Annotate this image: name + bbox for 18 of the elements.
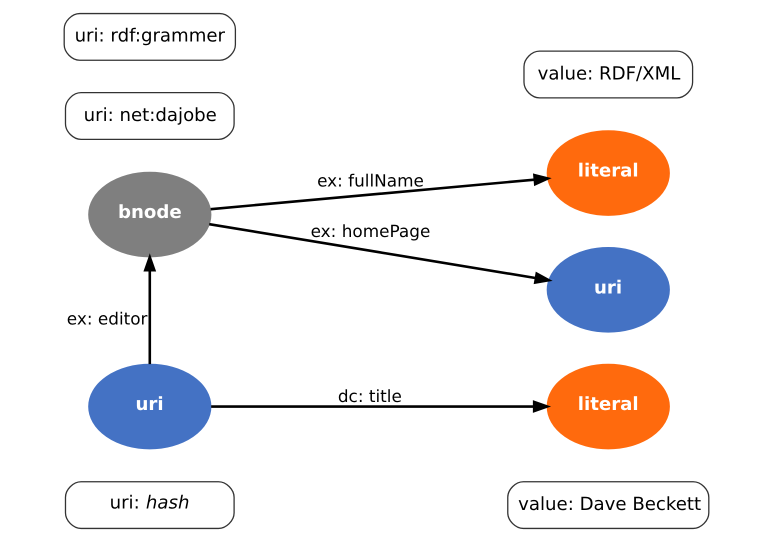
edge-label: ex: fullName	[317, 170, 424, 191]
node-ellipse: literal	[546, 130, 670, 216]
node-ellipse: bnode	[88, 172, 212, 258]
node-box: uri: net:dajobe	[64, 92, 235, 140]
arrow	[209, 222, 553, 284]
node-box: value: Dave Beckett	[507, 481, 710, 530]
arrow	[143, 253, 156, 364]
arrow	[210, 173, 552, 210]
node-ellipse: literal	[546, 364, 670, 450]
arrow	[211, 400, 552, 413]
edge-label: dc: title	[338, 386, 402, 406]
node-box: uri: rdf:grammer	[64, 12, 236, 61]
node-ellipse: uri	[88, 364, 212, 450]
edge-label: ex: editor	[66, 308, 148, 328]
edge-label: ex: homePage	[310, 221, 430, 242]
node-box: uri: hash	[64, 481, 235, 530]
node-ellipse: uri	[546, 247, 670, 333]
node-box: value: RDF/XML	[523, 50, 694, 98]
